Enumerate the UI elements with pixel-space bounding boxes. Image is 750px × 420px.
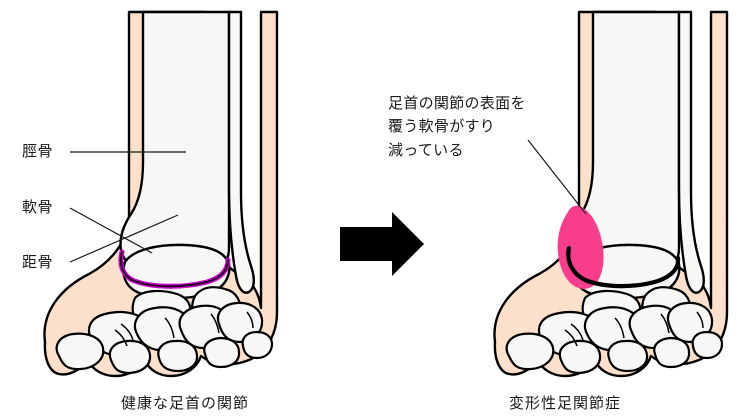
leader-talus (69, 214, 179, 263)
leader-lines-left (69, 151, 186, 263)
annotation-line-2: 覆う軟骨がすり (388, 117, 496, 136)
label-talus: 距骨 (22, 253, 54, 271)
caption-ankle-osteoarthritis: 変形性足関節症 (508, 394, 621, 412)
joint-line-healthy (119, 251, 229, 288)
worn-cartilage-lesion (557, 205, 604, 289)
annotation-line-1: 足首の関節の表面を (388, 94, 526, 112)
leader-line-annotation (527, 139, 587, 215)
narrowed-joint-line (566, 245, 681, 289)
annotation-line-3: 減っている (388, 140, 464, 159)
annotation-worn-cartilage: 足首の関節の表面を 覆う軟骨がすり 減っている (388, 92, 526, 162)
foot-skeleton-healthy (43, 10, 279, 378)
leader-cartilage (69, 207, 153, 254)
caption-healthy-ankle: 健康な足首の関節 (120, 394, 249, 412)
label-tibia: 脛骨 (22, 142, 54, 160)
panel-healthy-foot (43, 10, 279, 378)
panel-arthritic-foot (493, 10, 729, 378)
label-cartilage: 軟骨 (22, 198, 54, 216)
progression-arrow (340, 212, 424, 276)
foot-skeleton-arthritic (493, 10, 729, 378)
